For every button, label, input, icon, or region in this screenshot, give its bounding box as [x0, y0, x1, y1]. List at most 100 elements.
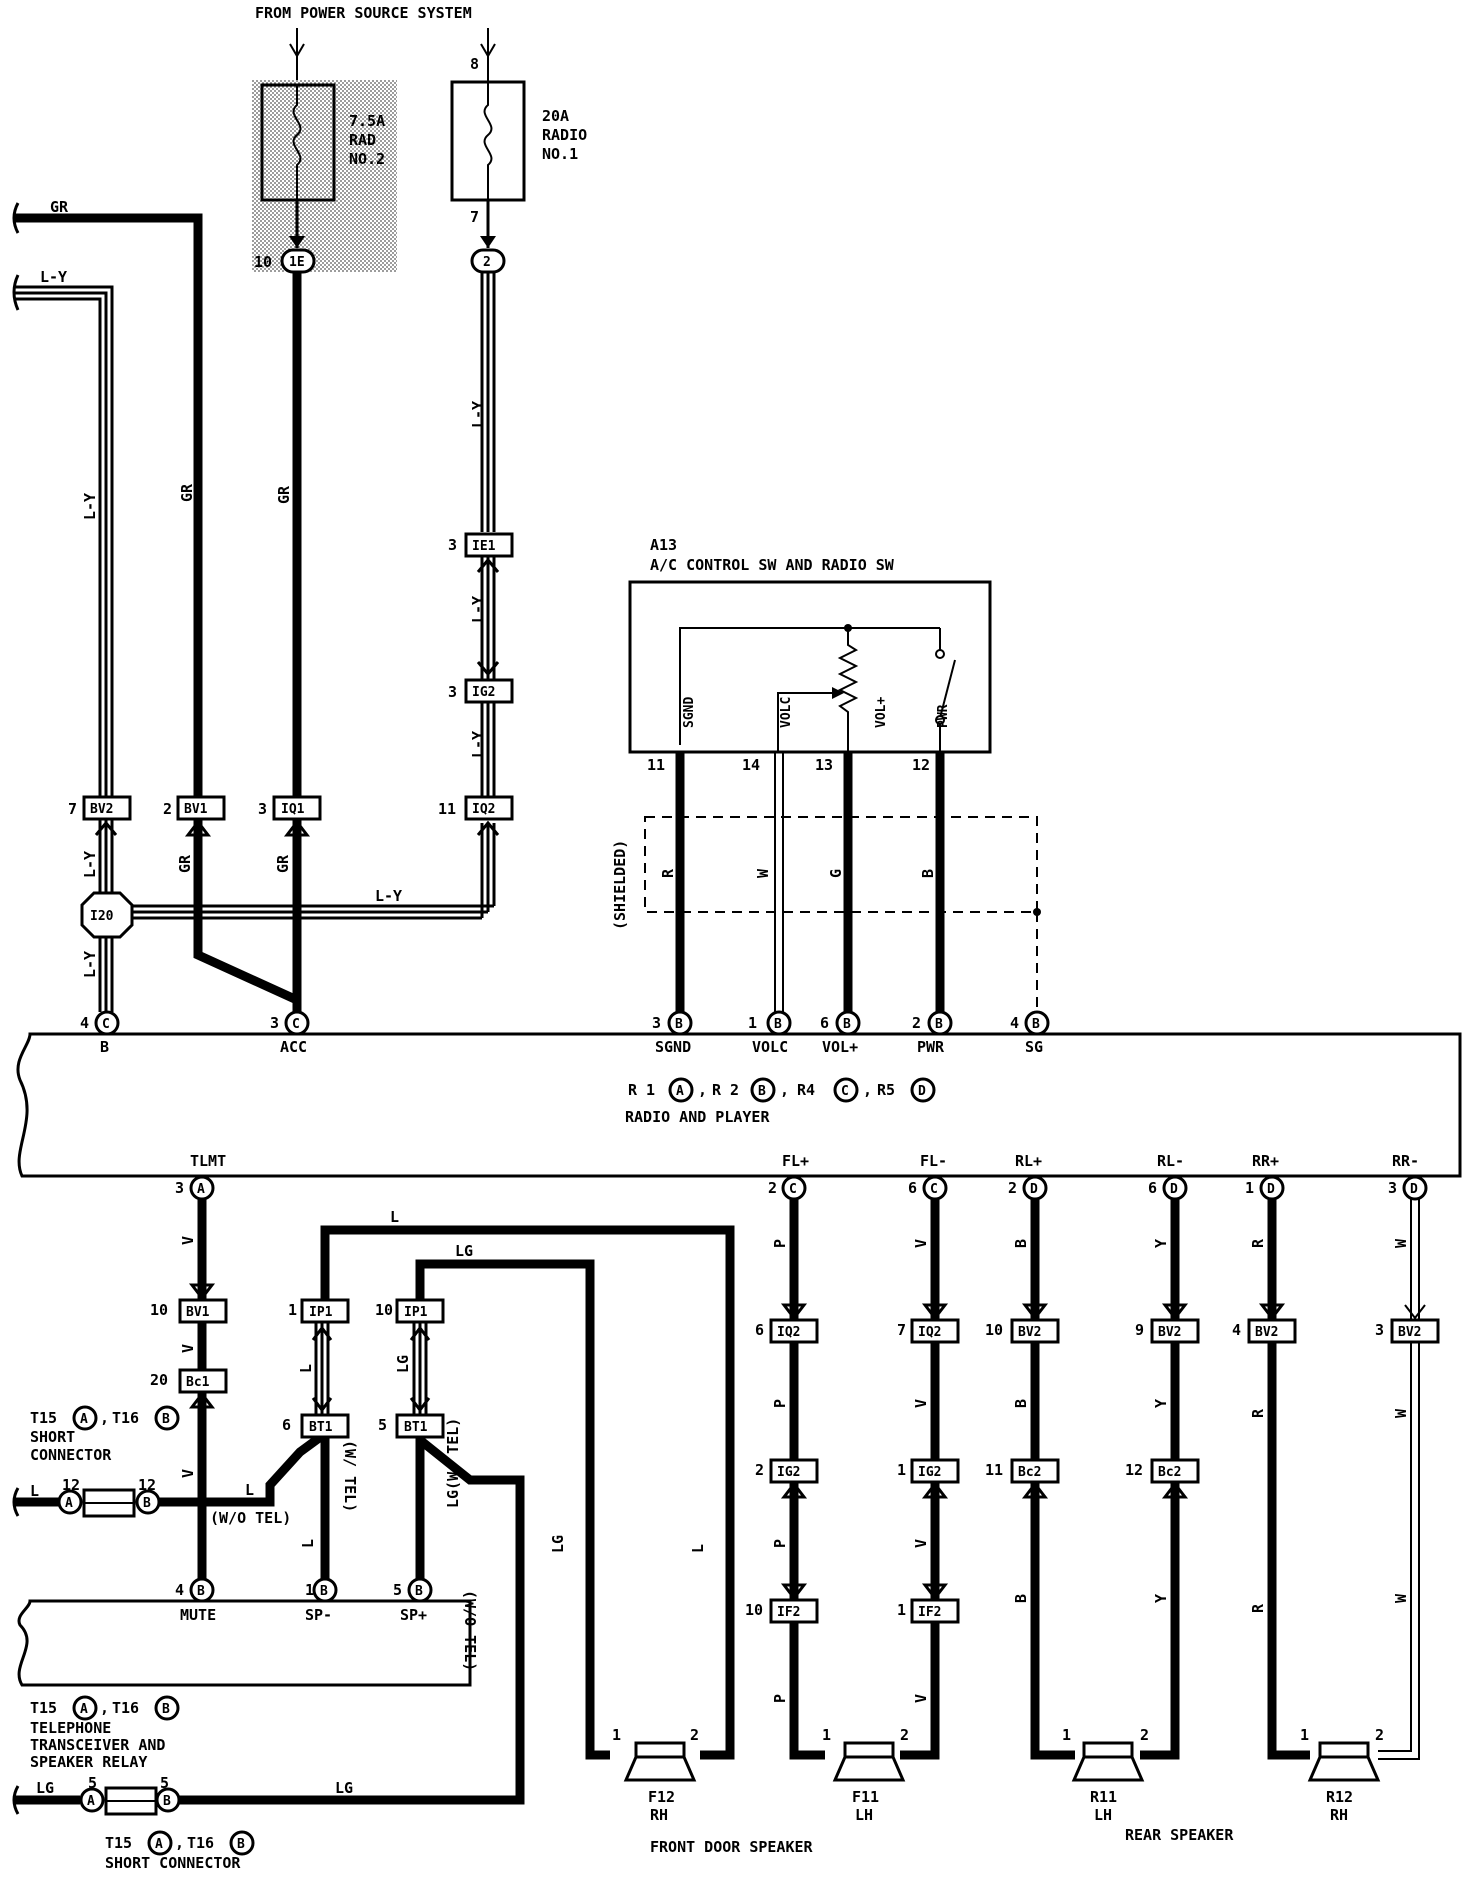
t16-conn-b-2: B — [162, 1702, 170, 1717]
tel-name3: SPEAKER RELAY — [30, 1753, 147, 1771]
radio-pin-acc: ACC — [280, 1038, 307, 1056]
wire-ly-label-5: L-Y — [81, 851, 99, 878]
wire-lg-label-top: LG — [455, 1242, 473, 1260]
r12-pin1: 1 — [1300, 1726, 1309, 1744]
pin-12-a13: 12 — [912, 756, 930, 774]
t15-label-2: T15 — [30, 1699, 57, 1717]
radio-pin-rrm: RR- — [1392, 1152, 1419, 1170]
connector-1e-label: 1E — [289, 255, 305, 270]
pin-12-bc2: 12 — [1125, 1461, 1143, 1479]
connector-bc2-rlp-label: Bc2 — [1018, 1465, 1041, 1480]
wire-r-label-rrp-1: R — [1249, 1238, 1267, 1248]
tel-name2: TRANSCEIVER AND — [30, 1736, 165, 1754]
tel-spm: SP- — [305, 1606, 332, 1624]
svg-text:,: , — [780, 1081, 789, 1099]
a13-title: A/C CONTROL SW AND RADIO SW — [650, 556, 895, 574]
rrm-conn-d: D — [1410, 1182, 1418, 1197]
rear-speaker-label: REAR SPEAKER — [1125, 1826, 1234, 1844]
short-conn-line1: SHORT — [30, 1428, 75, 1446]
short2-conn-b: B — [163, 1794, 171, 1809]
wire-b-label-rlp-1: B — [1012, 1239, 1030, 1248]
wire-b-label-rlp-3: B — [1012, 1594, 1030, 1603]
r12-id: R12 — [1326, 1788, 1353, 1806]
radio-pin-b: B — [100, 1038, 109, 1056]
t15-conn-a-3: A — [155, 1837, 163, 1852]
pin-3-bv2: 3 — [1375, 1321, 1384, 1339]
r11-id: R11 — [1090, 1788, 1117, 1806]
a13-pwr: PWR — [936, 704, 951, 728]
note-w-tel-1: (W/ TEL) — [341, 1440, 359, 1512]
connector-ig2-flm-label: IG2 — [918, 1465, 941, 1480]
flm-conn-c: C — [930, 1182, 938, 1197]
wire-l-label-left: L — [30, 1482, 39, 1500]
wire-v-label-2: V — [912, 1399, 930, 1408]
pwr-switch — [939, 659, 956, 719]
pin-10-1e: 10 — [254, 253, 272, 271]
connector-b-sg-label: B — [1032, 1017, 1040, 1032]
wire-v-label-tlmt-2: V — [179, 1344, 197, 1353]
spp-conn-b: B — [415, 1584, 423, 1599]
pin-7: 7 — [470, 208, 479, 226]
rrp-conn-d: D — [1267, 1182, 1275, 1197]
svg-text:,: , — [100, 1699, 109, 1717]
radio-conn-b: B — [758, 1084, 766, 1099]
pin-1-rrp: 1 — [1245, 1179, 1254, 1197]
radio-pin-sgnd: SGND — [655, 1038, 691, 1056]
f12-pin1: 1 — [612, 1726, 621, 1744]
connector-ie1-label: IE1 — [472, 539, 496, 554]
pin-2-pwr: 2 — [912, 1014, 921, 1032]
tlmt-conn-a: A — [197, 1182, 205, 1197]
connector-bv2-rrm — [1390, 1318, 1440, 1344]
pin-20-bc1: 20 — [150, 1371, 168, 1389]
fuse-radio1-line1: 20A — [542, 107, 569, 125]
wire-p-label-4: P — [771, 1694, 789, 1703]
wire-ly-label-4: L-Y — [469, 731, 487, 758]
connector-ig2-flp-label: IG2 — [777, 1465, 800, 1480]
shield-box — [644, 816, 1038, 913]
connector-ig2-label: IG2 — [472, 685, 495, 700]
pin-4-b: 4 — [80, 1014, 89, 1032]
wire-l-label-5: L — [689, 1544, 707, 1553]
connector-bv2-rlp-label: BV2 — [1018, 1325, 1041, 1340]
vol-resistor — [837, 628, 859, 752]
connector-iq1-label: IQ1 — [281, 802, 305, 817]
f12-pin2: 2 — [690, 1726, 699, 1744]
t15-label-3: T15 — [105, 1834, 132, 1852]
fuse-radio1-line3: NO.1 — [542, 145, 578, 163]
f11-pin2: 2 — [900, 1726, 909, 1744]
pin-10-bv1: 10 — [150, 1301, 168, 1319]
connector-if2-flp-label: IF2 — [777, 1605, 800, 1620]
r11-speaker-body — [1082, 1741, 1134, 1759]
wire-y-label-1: Y — [1152, 1239, 1170, 1248]
short-conn-line2: CONNECTOR — [30, 1446, 112, 1464]
pin-3-acc: 3 — [270, 1014, 279, 1032]
connector-c-acc-label: C — [292, 1017, 300, 1032]
wire-r-label-rrp-2: R — [1249, 1408, 1267, 1418]
connector-2-label: 2 — [483, 255, 491, 270]
connector-iq2-top — [464, 795, 514, 821]
rlm-conn-d: D — [1170, 1182, 1178, 1197]
t15-conn-a-1: A — [80, 1412, 88, 1427]
pin-7-iq2: 7 — [897, 1321, 906, 1339]
wire-l-label-4: L — [299, 1539, 317, 1548]
connector-bc2-rlm-label: Bc2 — [1158, 1465, 1181, 1480]
pin-1-ip1: 1 — [288, 1301, 297, 1319]
f11-id: F11 — [852, 1788, 879, 1806]
tel-mute: MUTE — [180, 1606, 216, 1624]
pin-1-if2: 1 — [897, 1601, 906, 1619]
wire-r-label-rrp-3: R — [1249, 1603, 1267, 1613]
wire-y-label-3: Y — [1152, 1594, 1170, 1603]
connector-bv2-top-label: BV2 — [90, 802, 113, 817]
connector-bv1-top-label: BV1 — [184, 802, 208, 817]
shielded-label: (SHIELDED) — [611, 840, 629, 930]
short-pin-5-a: 5 — [88, 1774, 97, 1792]
svg-text:,: , — [863, 1081, 872, 1099]
svg-text:,: , — [100, 1409, 109, 1427]
connector-iq2-flp-label: IQ2 — [777, 1325, 800, 1340]
wire-lg-label-3: LG — [549, 1535, 567, 1553]
pin-9-bv2: 9 — [1135, 1321, 1144, 1339]
pin-6-volp: 6 — [820, 1014, 829, 1032]
tel-spp: SP+ — [400, 1606, 427, 1624]
f12-id: F12 — [648, 1788, 675, 1806]
connector-bt1-l-label: BT1 — [309, 1420, 333, 1435]
